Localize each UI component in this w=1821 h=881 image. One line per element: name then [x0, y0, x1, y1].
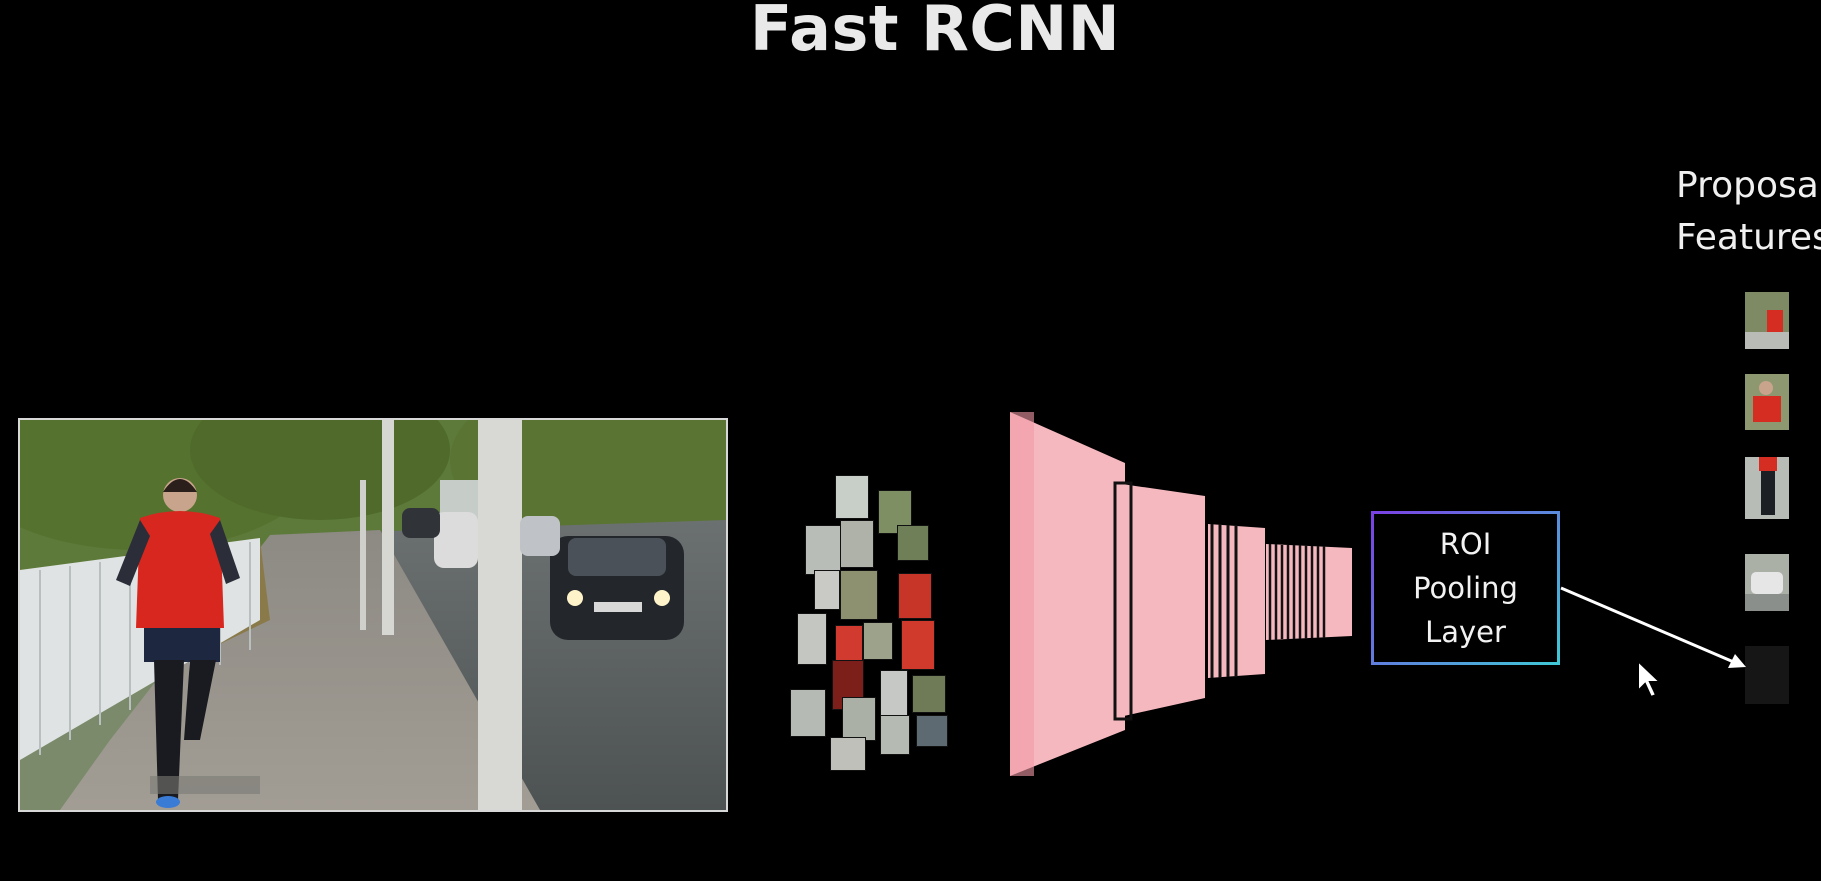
- proposal-feature: [1745, 374, 1789, 430]
- proposal-feature: [1745, 457, 1789, 519]
- region-proposal-patches: [790, 475, 960, 771]
- proposal-feature: [1745, 292, 1789, 349]
- patch: [898, 573, 932, 619]
- patch: [912, 675, 946, 713]
- patch: [797, 613, 827, 665]
- patch: [790, 689, 826, 737]
- patch: [897, 525, 929, 561]
- patch: [880, 715, 910, 755]
- patch: [830, 737, 866, 771]
- patch: [901, 620, 935, 670]
- patch: [842, 697, 876, 741]
- proposal-feature: [1745, 554, 1789, 611]
- cursor-arrow-icon: [1637, 659, 1663, 699]
- roi-pooling-box: ROI Pooling Layer: [1371, 511, 1560, 665]
- roi-pooling-label: ROI Pooling Layer: [1413, 527, 1518, 649]
- patch: [805, 525, 841, 575]
- input-image: [18, 418, 728, 812]
- patch: [840, 570, 878, 620]
- proposal-feature: [1745, 646, 1789, 704]
- patch: [840, 520, 874, 568]
- patch: [835, 475, 869, 519]
- patch: [880, 670, 908, 716]
- patch: [916, 715, 948, 747]
- patch: [863, 622, 893, 660]
- cnn-backbone: [1010, 412, 1352, 776]
- patch: [814, 570, 840, 610]
- patch: [835, 625, 863, 661]
- proposal-features-label: Proposal Features: [1676, 165, 1821, 258]
- slide-title: Fast RCNN: [749, 0, 1121, 65]
